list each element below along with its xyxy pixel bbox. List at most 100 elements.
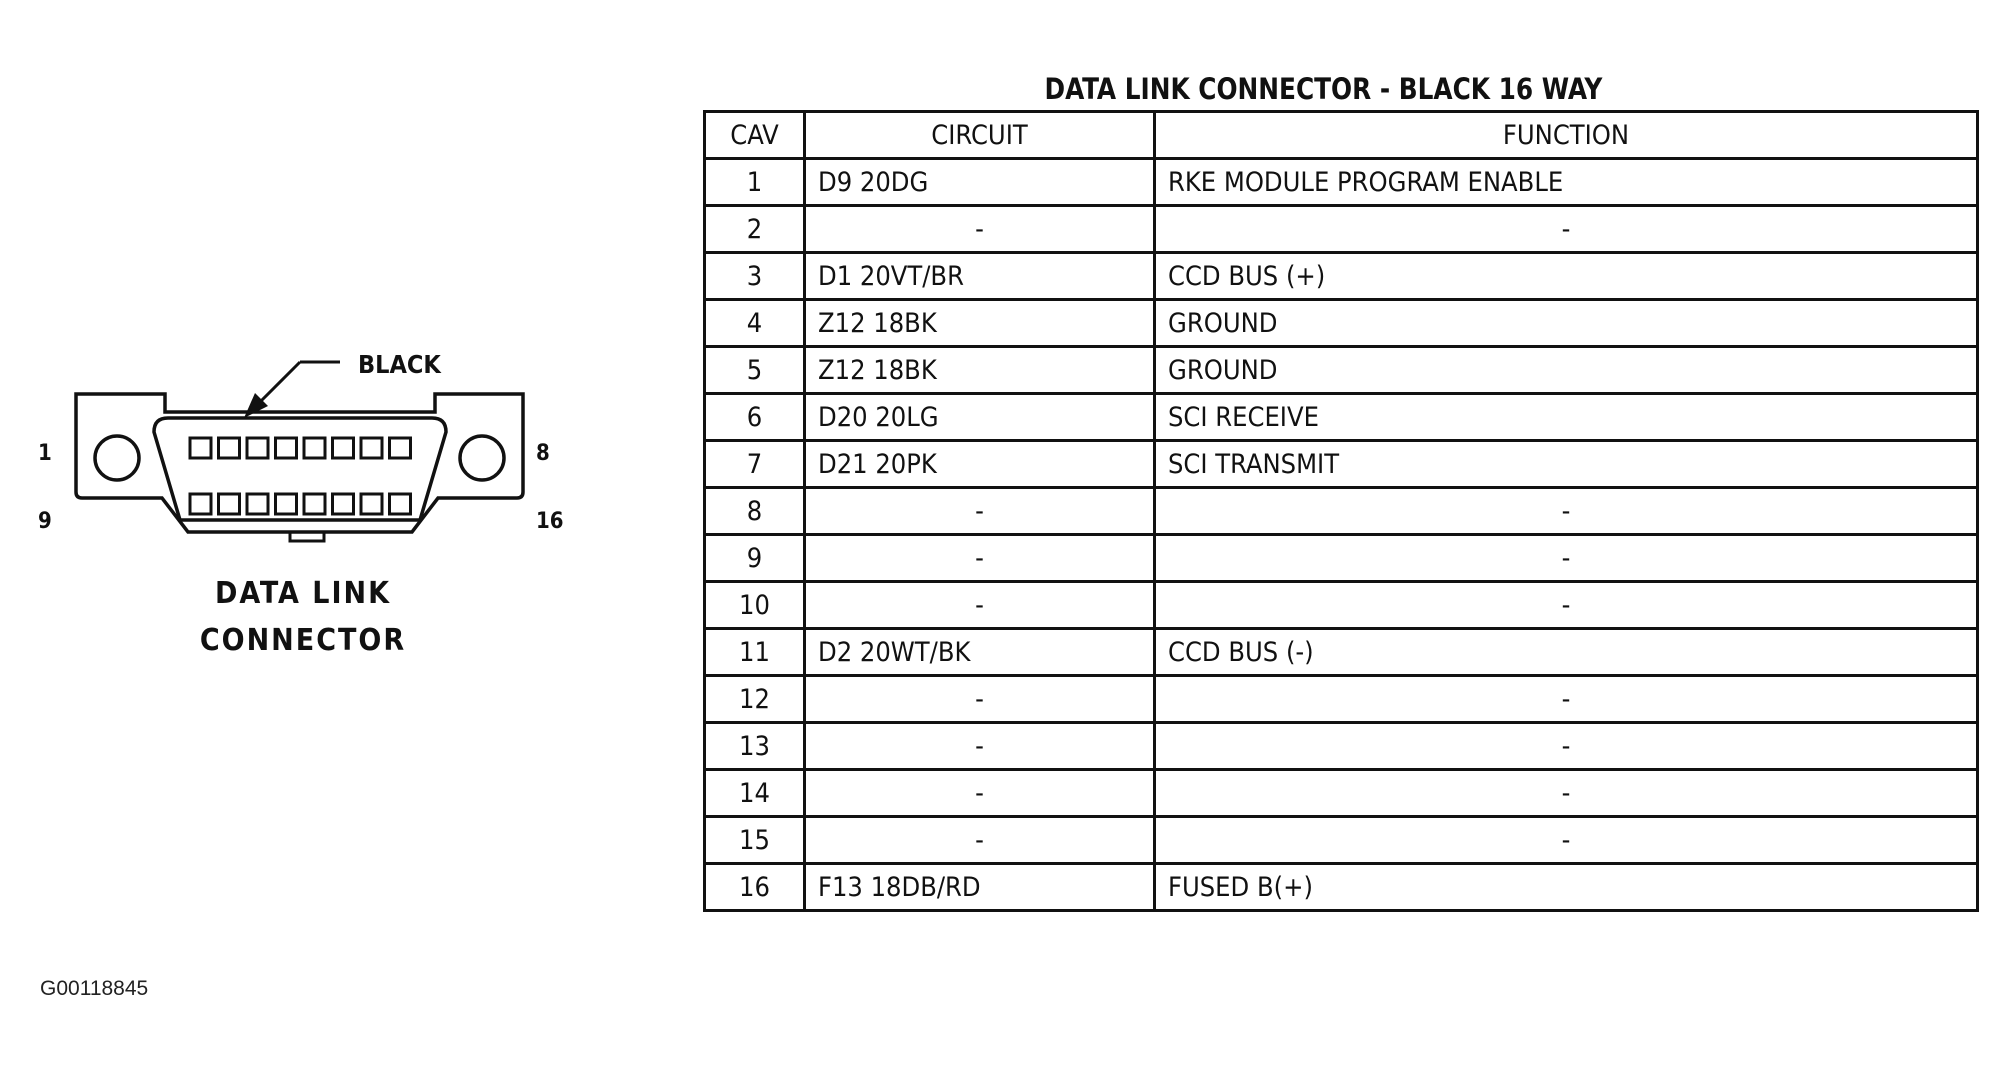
table-row: 12-- (703, 674, 1979, 724)
cell-cav: 14 (703, 768, 806, 818)
cell-circuit: - (803, 721, 1156, 771)
cell-circuit: D2 20WT/BK (803, 627, 1156, 677)
cell-cav: 9 (703, 533, 806, 583)
connector-pin-6 (331, 436, 355, 460)
cell-function: - (1153, 721, 1979, 771)
cell-function: RKE MODULE PROGRAM ENABLE (1153, 157, 1979, 207)
connector-housing (74, 392, 525, 534)
cell-cav: 13 (703, 721, 806, 771)
table-row: 2-- (703, 204, 1979, 254)
cell-circuit: - (803, 486, 1156, 536)
header-function: FUNCTION (1153, 110, 1979, 160)
pin-row-top (188, 436, 412, 460)
cell-circuit: D9 20DG (803, 157, 1156, 207)
cell-cav: 2 (703, 204, 806, 254)
cell-cav: 12 (703, 674, 806, 724)
connector-caption-line1: DATA LINK (215, 576, 391, 611)
cell-function: - (1153, 674, 1979, 724)
right-mounting-hole (458, 434, 506, 482)
left-mounting-hole (93, 434, 141, 482)
cell-function: - (1153, 815, 1979, 865)
figure-code: G00118845 (40, 977, 149, 1000)
connector-caption-line2: CONNECTOR (200, 623, 406, 658)
cell-cav: 5 (703, 345, 806, 395)
cell-cav: 7 (703, 439, 806, 489)
connector-pin-12 (274, 492, 298, 516)
cell-cav: 16 (703, 862, 806, 912)
cell-function: CCD BUS (+) (1153, 251, 1979, 301)
color-callout-label: BLACK (358, 350, 442, 379)
cell-circuit: - (803, 815, 1156, 865)
callout-leader-diagonal (256, 360, 302, 406)
connector-pin-9 (188, 492, 213, 516)
table-row: 10-- (703, 580, 1979, 630)
cell-function: - (1153, 486, 1979, 536)
cell-cav: 15 (703, 815, 806, 865)
cell-function: SCI TRANSMIT (1153, 439, 1979, 489)
cell-circuit: D1 20VT/BR (803, 251, 1156, 301)
table-row: 14-- (703, 768, 1979, 818)
cell-circuit: F13 18DB/RD (803, 862, 1156, 912)
cell-function: GROUND (1153, 298, 1979, 348)
pin-label-8: 8 (536, 441, 550, 466)
cell-cav: 1 (703, 157, 806, 207)
cell-circuit: Z12 18BK (803, 298, 1156, 348)
cell-function: - (1153, 580, 1979, 630)
connector-pin-5 (302, 436, 327, 460)
table-row: 15-- (703, 815, 1979, 865)
cell-function: GROUND (1153, 345, 1979, 395)
table-title: DATA LINK CONNECTOR - BLACK 16 WAY (1044, 72, 1603, 106)
connector-pin-3 (245, 436, 270, 460)
cell-function: SCI RECEIVE (1153, 392, 1979, 442)
connector-pin-7 (359, 436, 384, 460)
cell-function: - (1153, 204, 1979, 254)
cell-function: - (1153, 768, 1979, 818)
header-cav: CAV (703, 110, 806, 160)
connector-receptacle (152, 416, 448, 522)
cell-cav: 6 (703, 392, 806, 442)
connector-pin-14 (331, 492, 355, 516)
table-row: 9-- (703, 533, 1979, 583)
cell-cav: 3 (703, 251, 806, 301)
connector-pin-1 (188, 436, 213, 460)
pin-label-1: 1 (38, 441, 52, 466)
pin-row-bottom (188, 492, 412, 516)
cell-function: - (1153, 533, 1979, 583)
cell-cav: 11 (703, 627, 806, 677)
cell-circuit: - (803, 768, 1156, 818)
pin-label-16: 16 (536, 509, 564, 534)
cell-cav: 8 (703, 486, 806, 536)
connector-pin-11 (245, 492, 270, 516)
connector-pin-13 (302, 492, 327, 516)
cell-circuit: - (803, 204, 1156, 254)
connector-pin-2 (217, 436, 241, 460)
connector-pin-4 (274, 436, 298, 460)
cell-cav: 4 (703, 298, 806, 348)
cell-circuit: Z12 18BK (803, 345, 1156, 395)
connector-pin-8 (388, 436, 412, 460)
connector-pin-16 (388, 492, 412, 516)
table-row: 13-- (703, 721, 1979, 771)
table-header-row: CAV CIRCUIT FUNCTION (703, 110, 1979, 160)
connector-pin-10 (217, 492, 241, 516)
cell-circuit: - (803, 533, 1156, 583)
header-circuit: CIRCUIT (803, 110, 1156, 160)
cell-circuit: D21 20PK (803, 439, 1156, 489)
cell-function: FUSED B(+) (1153, 862, 1979, 912)
cell-circuit: - (803, 674, 1156, 724)
cell-circuit: - (803, 580, 1156, 630)
connector-diagram: BLACK 1 8 9 16 DATA LINK CONNECTOR (38, 350, 564, 658)
pin-label-9: 9 (38, 509, 52, 534)
cell-circuit: D20 20LG (803, 392, 1156, 442)
connector-pin-15 (359, 492, 384, 516)
table-row: 8-- (703, 486, 1979, 536)
